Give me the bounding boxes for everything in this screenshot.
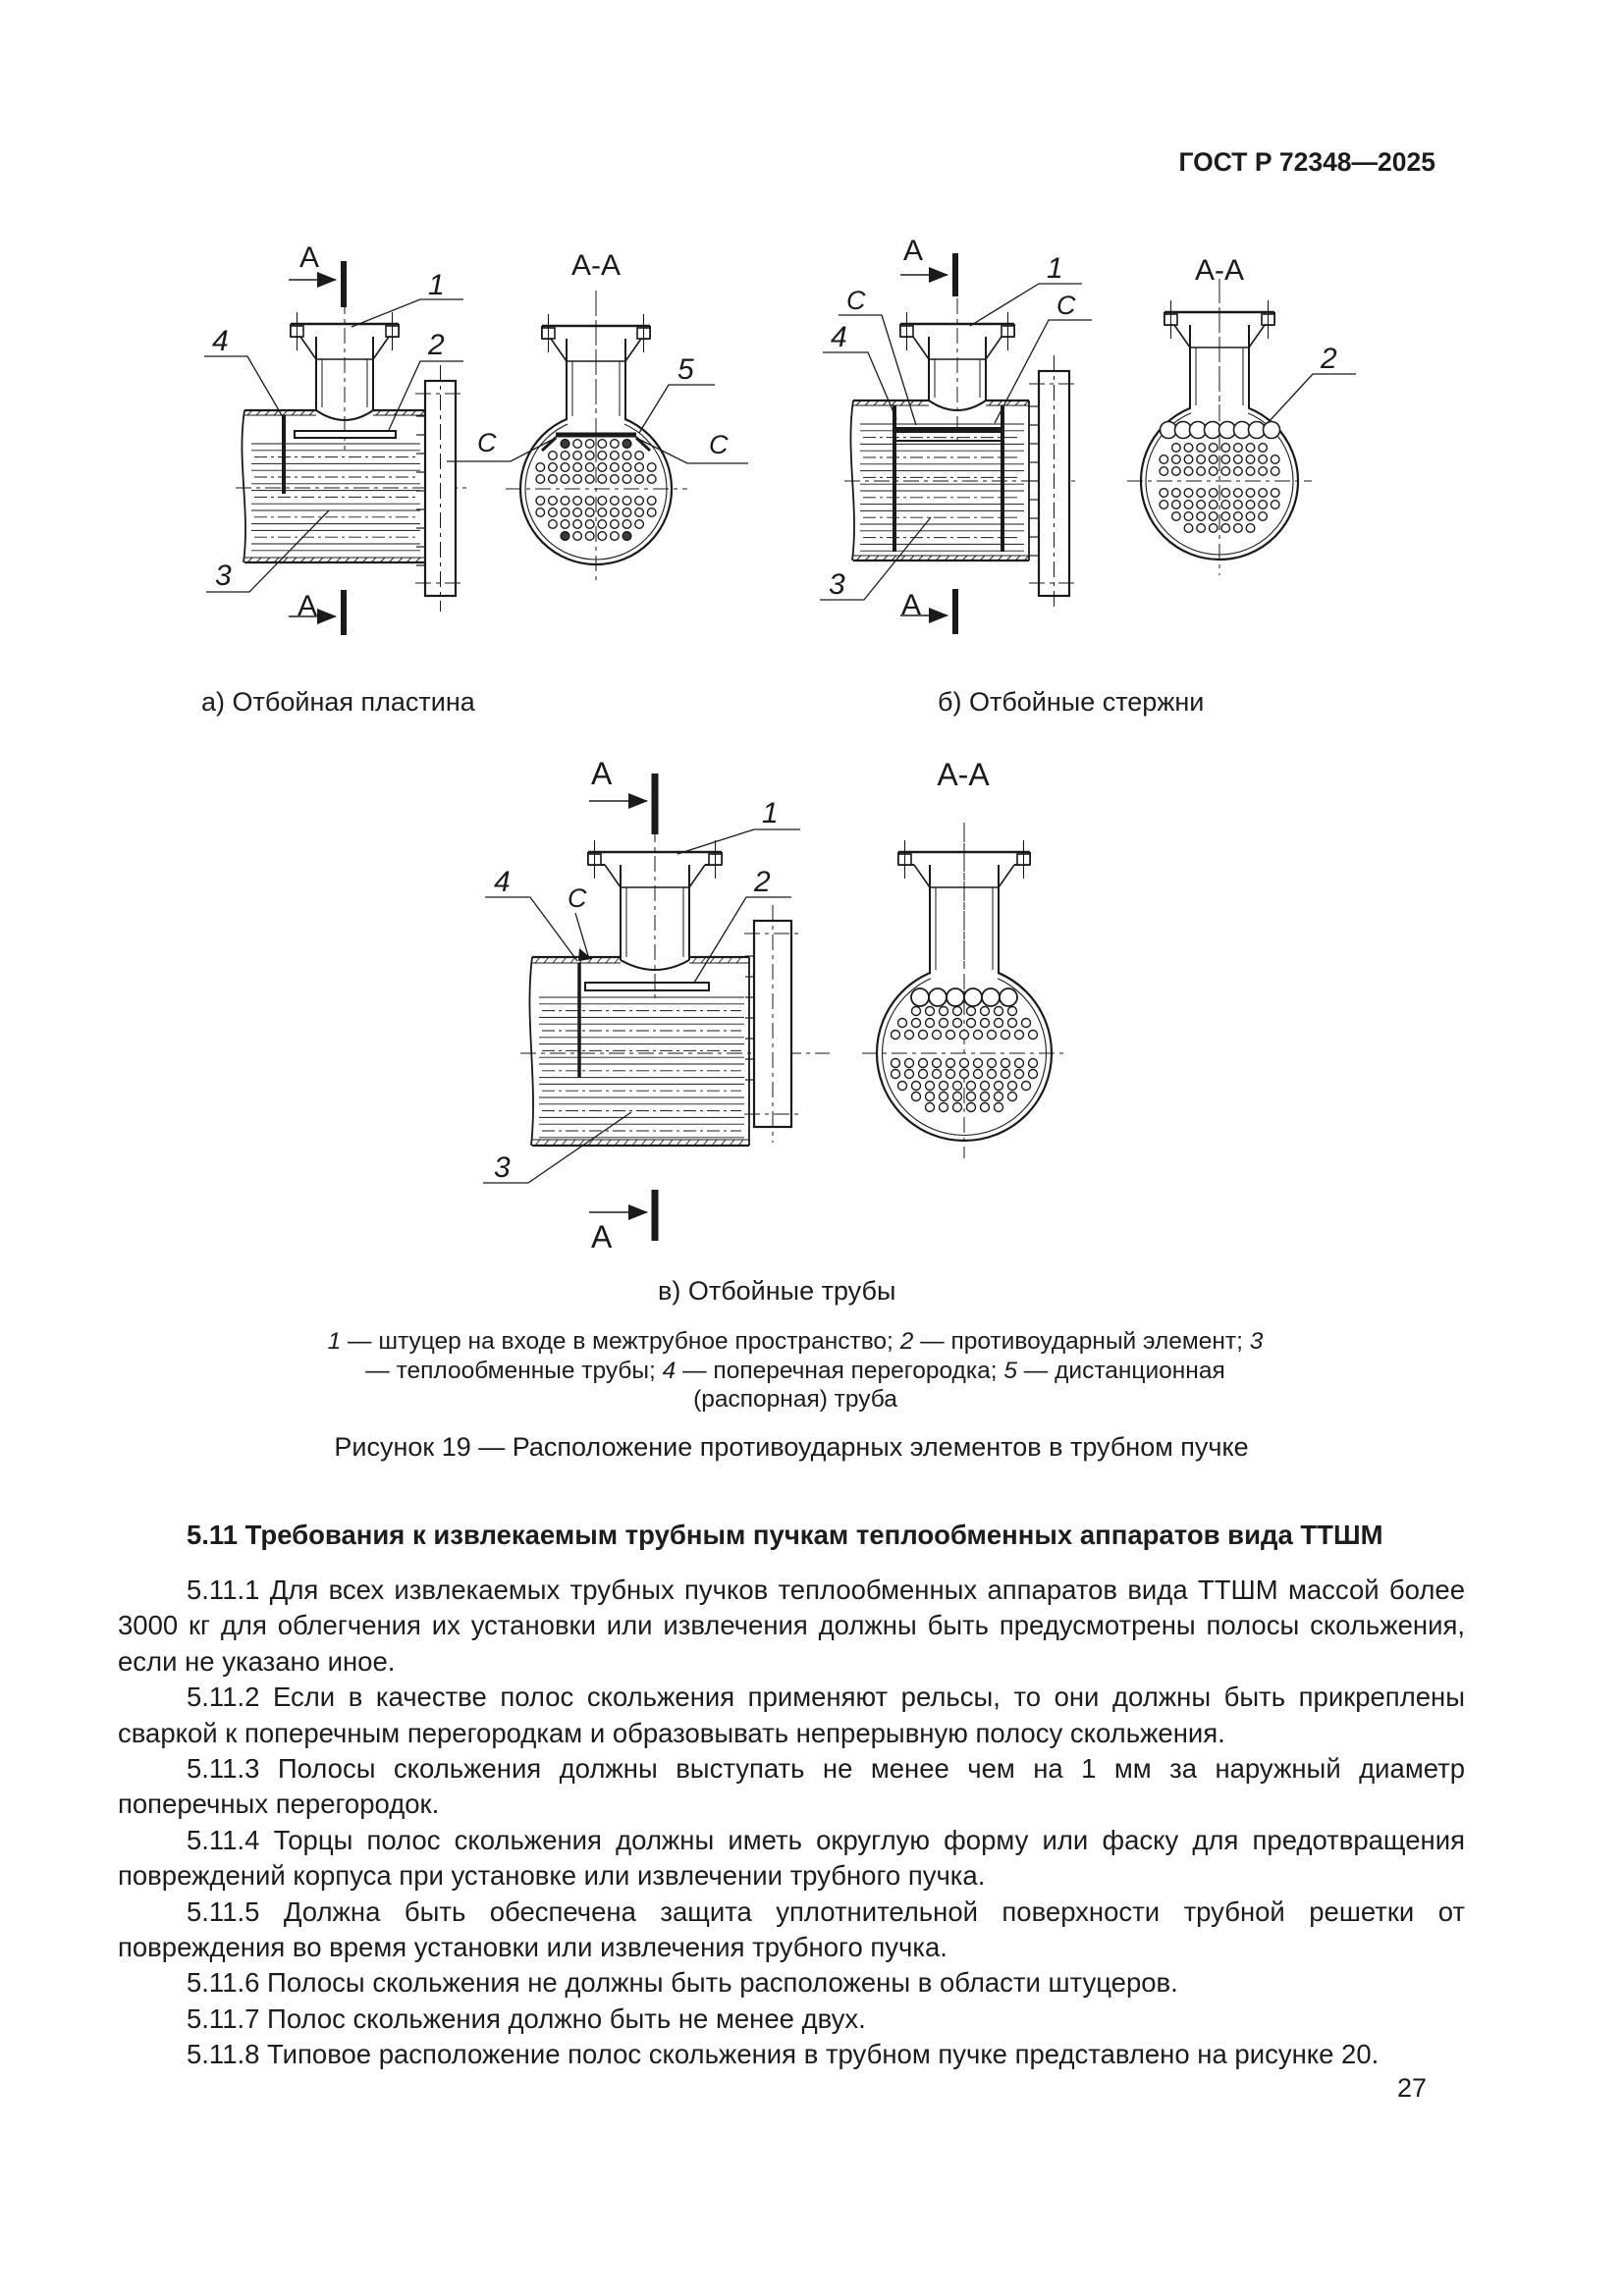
label-a-section-bottom: А: [298, 590, 317, 622]
callout-b-3: 3: [829, 568, 845, 601]
callout-b-c-left: С: [846, 286, 866, 315]
paragraph-5-11-7: 5.11.7 Полос скольжения должно быть не м…: [187, 2002, 866, 2034]
callout-v-1: 1: [762, 797, 779, 829]
legend-text-3: — теплообменные трубы;: [365, 1357, 656, 1384]
figure-a-section-view: С С 5 А-А: [447, 249, 748, 581]
callout-a-4: 4: [212, 325, 229, 357]
label-b-section-bottom: А: [901, 589, 921, 621]
callout-b-1: 1: [1047, 252, 1063, 285]
label-a-section-top: А: [299, 241, 319, 274]
subcaption-a: а) Отбойная пластина: [201, 687, 475, 717]
subcaption-v: в) Отбойные трубы: [658, 1276, 896, 1306]
callout-a-1: 1: [428, 269, 445, 301]
legend-num-4: 4: [662, 1357, 677, 1384]
legend-num-2: 2: [899, 1328, 914, 1355]
figure-b-section-view: 2 А-А: [1127, 254, 1356, 575]
section-heading: 5.11 Требования к извлекаемым трубным пу…: [187, 1520, 1383, 1550]
figure-caption: Рисунок 19 — Расположение противоударных…: [334, 1432, 1249, 1462]
callout-a-5: 5: [677, 353, 694, 386]
document-number: ГОСТ Р 72348—2025: [1178, 147, 1436, 177]
paragraph-5-11-4: 5.11.4 Торцы полос скольжения должны име…: [118, 1824, 1465, 1892]
callout-a-c-left: С: [477, 428, 497, 457]
subcaption-b: б) Отбойные стержни: [938, 687, 1205, 717]
paragraph-5-11-1: 5.11.1 Для всех извлекаемых трубных пучк…: [118, 1575, 1465, 1677]
legend-num-3: 3: [1249, 1328, 1264, 1355]
legend-text-1: — штуцер на входе в межтрубное пространс…: [348, 1328, 893, 1355]
legend-num-5: 5: [1003, 1357, 1017, 1384]
paragraph-5-11-5: 5.11.5 Должна быть обеспечена защита упл…: [118, 1896, 1465, 1963]
page-number: 27: [1396, 2073, 1427, 2103]
label-b-section-top: А: [903, 235, 923, 267]
callout-b-2: 2: [1320, 343, 1337, 375]
legend-num-1: 1: [327, 1328, 342, 1355]
label-v-section-top: А: [591, 756, 613, 791]
paragraph-5-11-8: 5.11.8 Типовое расположение полос скольж…: [187, 2039, 1380, 2070]
figure-a-side-view: А А 1 4 2 3: [204, 241, 469, 635]
callout-b-c-right: С: [1056, 291, 1076, 320]
callout-v-3: 3: [494, 1151, 511, 1184]
callout-v-c: С: [568, 883, 587, 913]
paragraph-5-11-6: 5.11.6 Полосы скольжения не должны быть …: [187, 1967, 1178, 1999]
callout-v-4: 4: [494, 866, 511, 898]
label-v-view: А-А: [937, 757, 990, 792]
label-b-view: А-А: [1195, 254, 1244, 287]
legend-text-4: — поперечная перегородка;: [682, 1357, 998, 1384]
callout-a-2: 2: [427, 329, 445, 361]
section-body: 5.11.1 Для всех извлекаемых трубных пучк…: [118, 1573, 1465, 2073]
figure-v-section-view: А-А: [862, 757, 1066, 1158]
figure-legend: 1 — штуцер на входе в межтрубное простра…: [324, 1327, 1267, 1415]
label-v-section-bottom: А: [591, 1219, 613, 1255]
callout-b-4: 4: [831, 321, 847, 353]
callout-a-3: 3: [215, 560, 232, 592]
label-a-view: А-А: [571, 249, 621, 282]
callout-v-2: 2: [753, 866, 771, 898]
callout-a-c-right: С: [709, 430, 729, 459]
legend-text-2: — противоударный элемент;: [920, 1328, 1243, 1355]
paragraph-5-11-3: 5.11.3 Полосы скольжения должны выступат…: [118, 1753, 1465, 1820]
paragraph-5-11-2: 5.11.2 Если в качестве полос скольжения …: [118, 1682, 1465, 1748]
legend-text-5: — дистанционная (распорная) труба: [693, 1357, 1225, 1414]
figure-b-side-view: А А 1С С 4 3: [820, 235, 1092, 634]
